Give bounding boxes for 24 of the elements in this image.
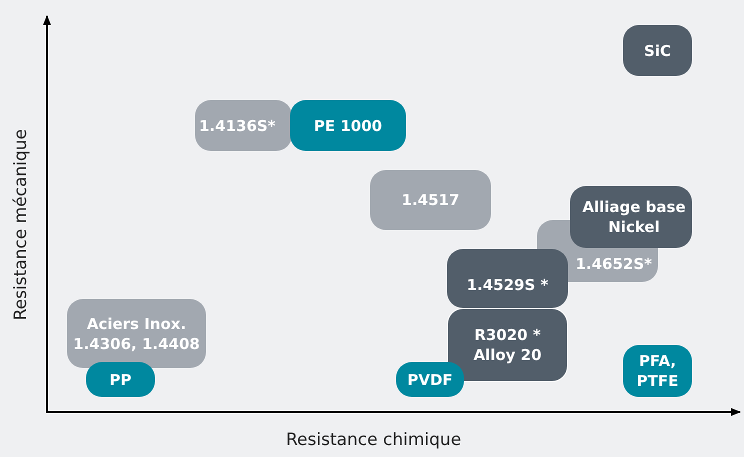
- material-box: [623, 25, 692, 76]
- material-label: PP: [110, 370, 132, 390]
- material-label: SiC: [644, 40, 671, 60]
- material-label: 1.4517: [402, 190, 460, 210]
- material-box: [290, 100, 406, 151]
- material-label: PFA, PTFE: [636, 351, 680, 391]
- axis-title: Resistance mécanique: [10, 129, 32, 321]
- material-label: Alliage base Nickel: [581, 197, 687, 237]
- material-label: 1.4136S*: [199, 116, 276, 136]
- material-box: [396, 362, 464, 397]
- material-label: R3020 * Alloy 20: [472, 325, 543, 365]
- material-label: 1.4529S *: [466, 274, 548, 294]
- material-label: Aciers Inox. 1.4306, 1.4408: [72, 314, 201, 354]
- material-box: [67, 299, 206, 368]
- material-box: [86, 362, 155, 397]
- material-box: [447, 249, 568, 308]
- axis-title: Resistance chimique: [286, 429, 462, 452]
- material-label: 1.4652S*: [575, 254, 652, 274]
- material-label: PE 1000: [314, 116, 382, 136]
- material-label: PVDF: [407, 370, 453, 390]
- material-box: [195, 100, 292, 151]
- material-box: [623, 345, 692, 397]
- material-box: [370, 170, 491, 230]
- material-box: [570, 186, 692, 248]
